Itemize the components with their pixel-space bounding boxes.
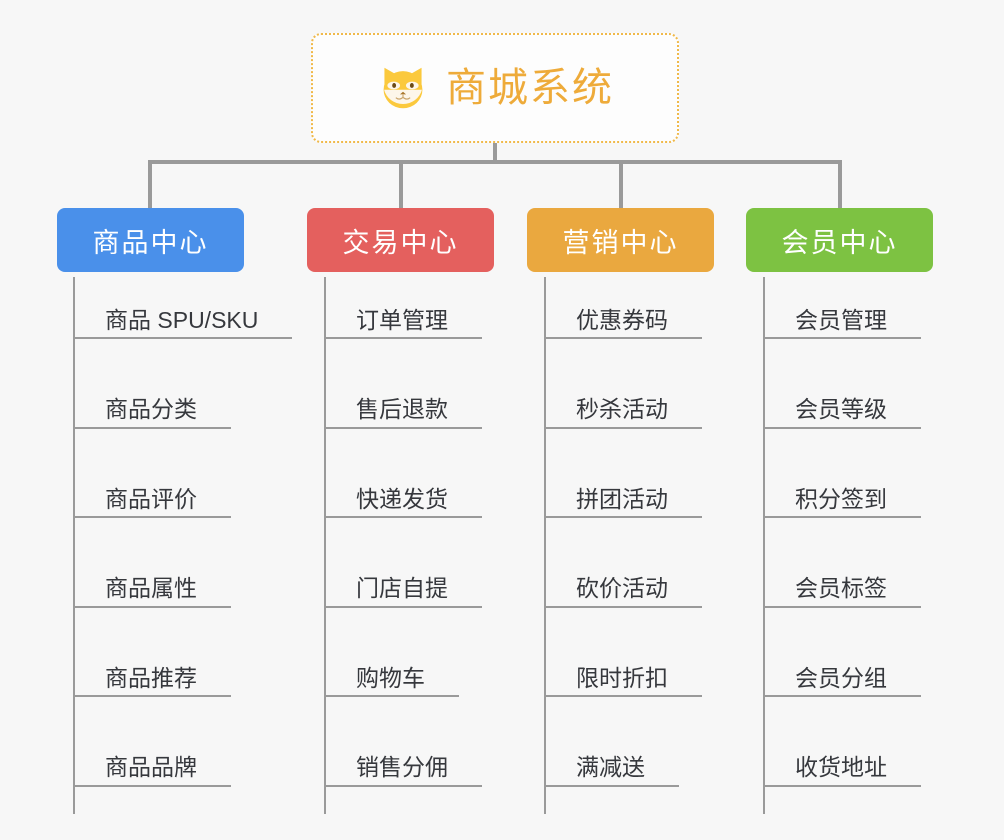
leaf-item[interactable]: 满减送 <box>544 725 679 787</box>
branch-drop-3 <box>838 160 842 210</box>
leaf-item[interactable]: 优惠券码 <box>544 277 702 339</box>
leaf-label: 砍价活动 <box>576 575 668 602</box>
leaf-label: 门店自提 <box>356 575 448 602</box>
leaf-item[interactable]: 会员分组 <box>763 635 921 697</box>
category-box-商品中心[interactable]: 商品中心 <box>57 208 244 272</box>
leaf-label: 销售分佣 <box>356 754 448 781</box>
leaf-label: 快递发货 <box>356 485 448 512</box>
leaf-label: 优惠券码 <box>576 306 668 333</box>
leaf-item[interactable]: 限时折扣 <box>544 635 702 697</box>
category-label: 营销中心 <box>562 227 679 258</box>
leaf-item[interactable]: 门店自提 <box>324 546 482 608</box>
leaf-label: 商品推荐 <box>105 664 197 691</box>
branch-drop-1 <box>399 160 403 210</box>
leaf-label: 会员等级 <box>795 396 887 423</box>
leaf-item[interactable]: 砍价活动 <box>544 546 702 608</box>
leaf-item[interactable]: 秒杀活动 <box>544 367 702 429</box>
leaf-item[interactable]: 销售分佣 <box>324 725 482 787</box>
leaf-item[interactable]: 快递发货 <box>324 456 482 518</box>
leaf-item[interactable]: 商品评价 <box>73 456 231 518</box>
leaf-label: 拼团活动 <box>576 485 668 512</box>
leaf-label: 商品 SPU/SKU <box>105 306 259 333</box>
leaf-label: 商品品牌 <box>105 754 197 781</box>
column-spine-会员中心 <box>763 277 765 814</box>
leaf-item[interactable]: 拼团活动 <box>544 456 702 518</box>
category-label: 会员中心 <box>781 227 898 258</box>
leaf-item[interactable]: 商品属性 <box>73 546 231 608</box>
leaf-item[interactable]: 收货地址 <box>763 725 921 787</box>
category-box-交易中心[interactable]: 交易中心 <box>307 208 494 272</box>
leaf-label: 积分签到 <box>795 485 887 512</box>
leaf-label: 会员分组 <box>795 664 887 691</box>
leaf-label: 商品分类 <box>105 396 197 423</box>
distribution-bus <box>148 160 842 164</box>
leaf-item[interactable]: 购物车 <box>324 635 459 697</box>
root-stem <box>493 143 497 163</box>
branch-drop-0 <box>148 160 152 210</box>
leaf-label: 商品评价 <box>105 485 197 512</box>
leaf-label: 会员标签 <box>795 575 887 602</box>
leaf-label: 售后退款 <box>356 396 448 423</box>
leaf-label: 购物车 <box>356 664 425 691</box>
leaf-item[interactable]: 积分签到 <box>763 456 921 518</box>
leaf-item[interactable]: 订单管理 <box>324 277 482 339</box>
leaf-label: 商品属性 <box>105 575 197 602</box>
root-title: 商城系统 <box>446 66 614 110</box>
leaf-item[interactable]: 商品分类 <box>73 367 231 429</box>
category-box-营销中心[interactable]: 营销中心 <box>527 208 714 272</box>
leaf-item[interactable]: 会员标签 <box>763 546 921 608</box>
leaf-item[interactable]: 商品 SPU/SKU <box>73 277 292 339</box>
column-spine-商品中心 <box>73 277 75 814</box>
category-label: 商品中心 <box>92 227 209 258</box>
leaf-label: 限时折扣 <box>576 664 668 691</box>
leaf-item[interactable]: 会员等级 <box>763 367 921 429</box>
leaf-label: 秒杀活动 <box>576 396 668 423</box>
leaf-label: 会员管理 <box>795 306 887 333</box>
branch-drop-2 <box>619 160 623 210</box>
leaf-label: 收货地址 <box>795 754 887 781</box>
leaf-label: 满减送 <box>576 754 645 781</box>
category-label: 交易中心 <box>342 227 459 258</box>
category-box-会员中心[interactable]: 会员中心 <box>746 208 933 272</box>
leaf-item[interactable]: 商品推荐 <box>73 635 231 697</box>
shiba-dog-icon <box>383 67 423 109</box>
leaf-item[interactable]: 售后退款 <box>324 367 482 429</box>
leaf-label: 订单管理 <box>356 306 448 333</box>
leaf-item[interactable]: 商品品牌 <box>73 725 231 787</box>
leaf-item[interactable]: 会员管理 <box>763 277 921 339</box>
column-spine-营销中心 <box>544 277 546 814</box>
root-node-商城系统[interactable]: 商城系统 <box>311 33 679 143</box>
column-spine-交易中心 <box>324 277 326 814</box>
